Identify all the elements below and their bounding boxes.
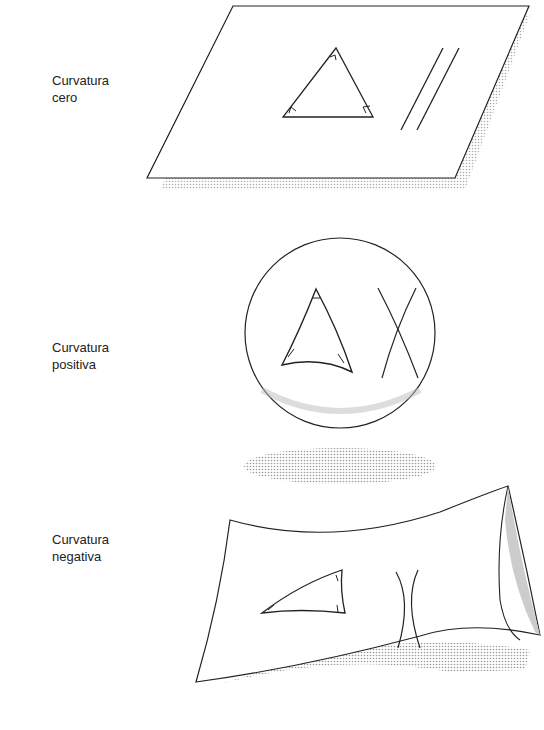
flat-plane (147, 6, 530, 190)
saddle-surface (196, 486, 540, 690)
caption-label: Curvatura positiva (52, 339, 132, 373)
caption-label: Curvatura cero (52, 72, 132, 106)
caption-label: Curvatura negativa (52, 531, 132, 565)
sphere (244, 238, 436, 484)
